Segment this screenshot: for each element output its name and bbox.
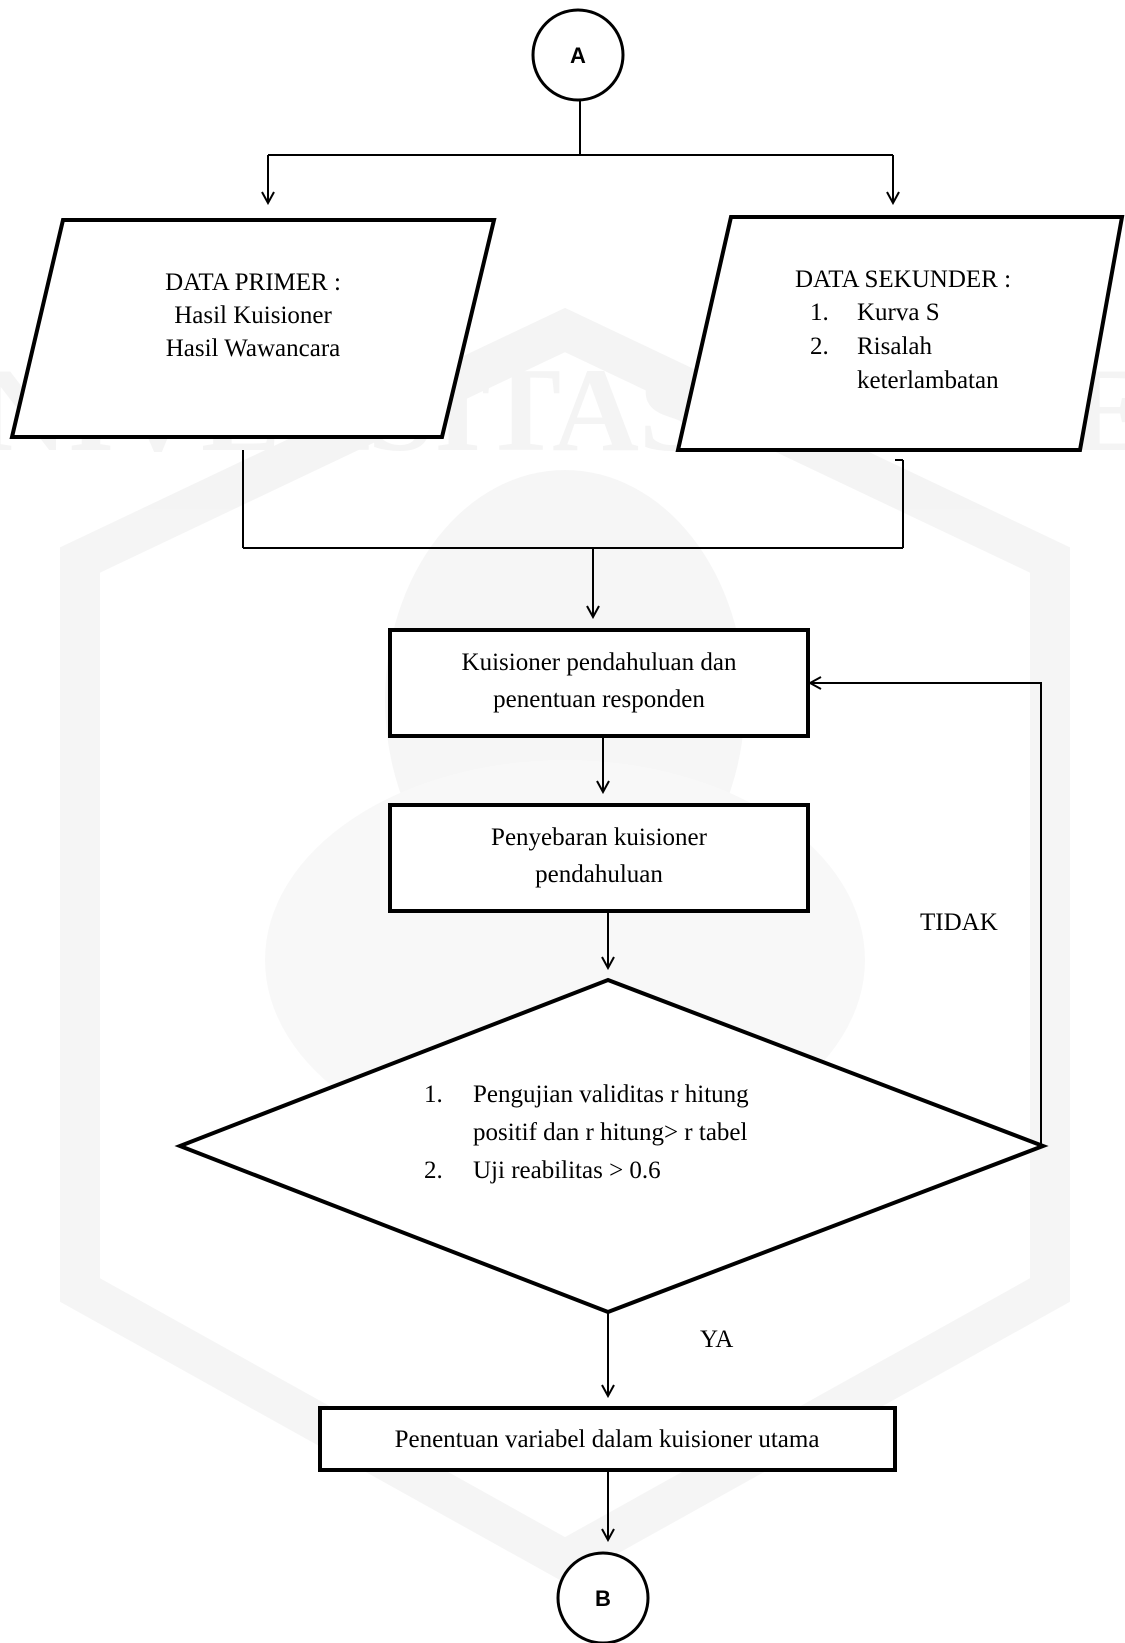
process-3-text: Penentuan variabel dalam kuisioner utama (395, 1426, 820, 1453)
data-primer-line-2: Hasil Wawancara (166, 335, 341, 362)
data-sekunder-item-2-text: Risalah (857, 333, 932, 360)
decision-item-1-line-2: positif dan r hitung> r tabel (473, 1119, 748, 1146)
feedback-line-tidak (825, 682, 1043, 1147)
data-sekunder-item-2-continuation: keterlambatan (857, 367, 999, 394)
data-sekunder-shape (675, 215, 1125, 452)
process-penentuan-variabel (318, 1406, 897, 1472)
data-sekunder-item-1-text: Kurva S (857, 299, 940, 326)
process-penyebaran-kuisioner (388, 803, 810, 913)
process-1-line-2: penentuan responden (493, 686, 705, 713)
label-ya: YA (700, 1326, 733, 1353)
data-sekunder-item-2-num: 2. (810, 333, 829, 360)
process-1-line-1: Kuisioner pendahuluan dan (462, 649, 737, 676)
end-connector (556, 1551, 650, 1643)
decision-item-1-num: 1. (424, 1081, 443, 1108)
decision-item-1-line-1: Pengujian validitas r hitung (473, 1081, 749, 1108)
label-tidak: TIDAK (920, 909, 998, 936)
start-connector-label: A (570, 43, 586, 68)
data-primer-title: DATA PRIMER : (165, 269, 341, 296)
start-connector (531, 8, 625, 102)
process-2-line-1: Penyebaran kuisioner (491, 824, 708, 851)
data-sekunder-title: DATA SEKUNDER : (795, 266, 1011, 293)
data-sekunder-item-1-num: 1. (810, 299, 829, 326)
end-connector-label: B (595, 1586, 611, 1611)
decision-item-2-line-1: Uji reabilitas > 0.6 (473, 1157, 661, 1184)
data-primer-line-1: Hasil Kuisioner (174, 302, 332, 329)
process-2-line-2: pendahuluan (535, 861, 663, 888)
decision-item-2-num: 2. (424, 1157, 443, 1184)
watermark-seal: UNIVERSITAS JEMBER (0, 307, 1125, 1583)
data-primer-shape (9, 218, 497, 439)
process-kuisioner-pendahuluan (388, 628, 810, 738)
